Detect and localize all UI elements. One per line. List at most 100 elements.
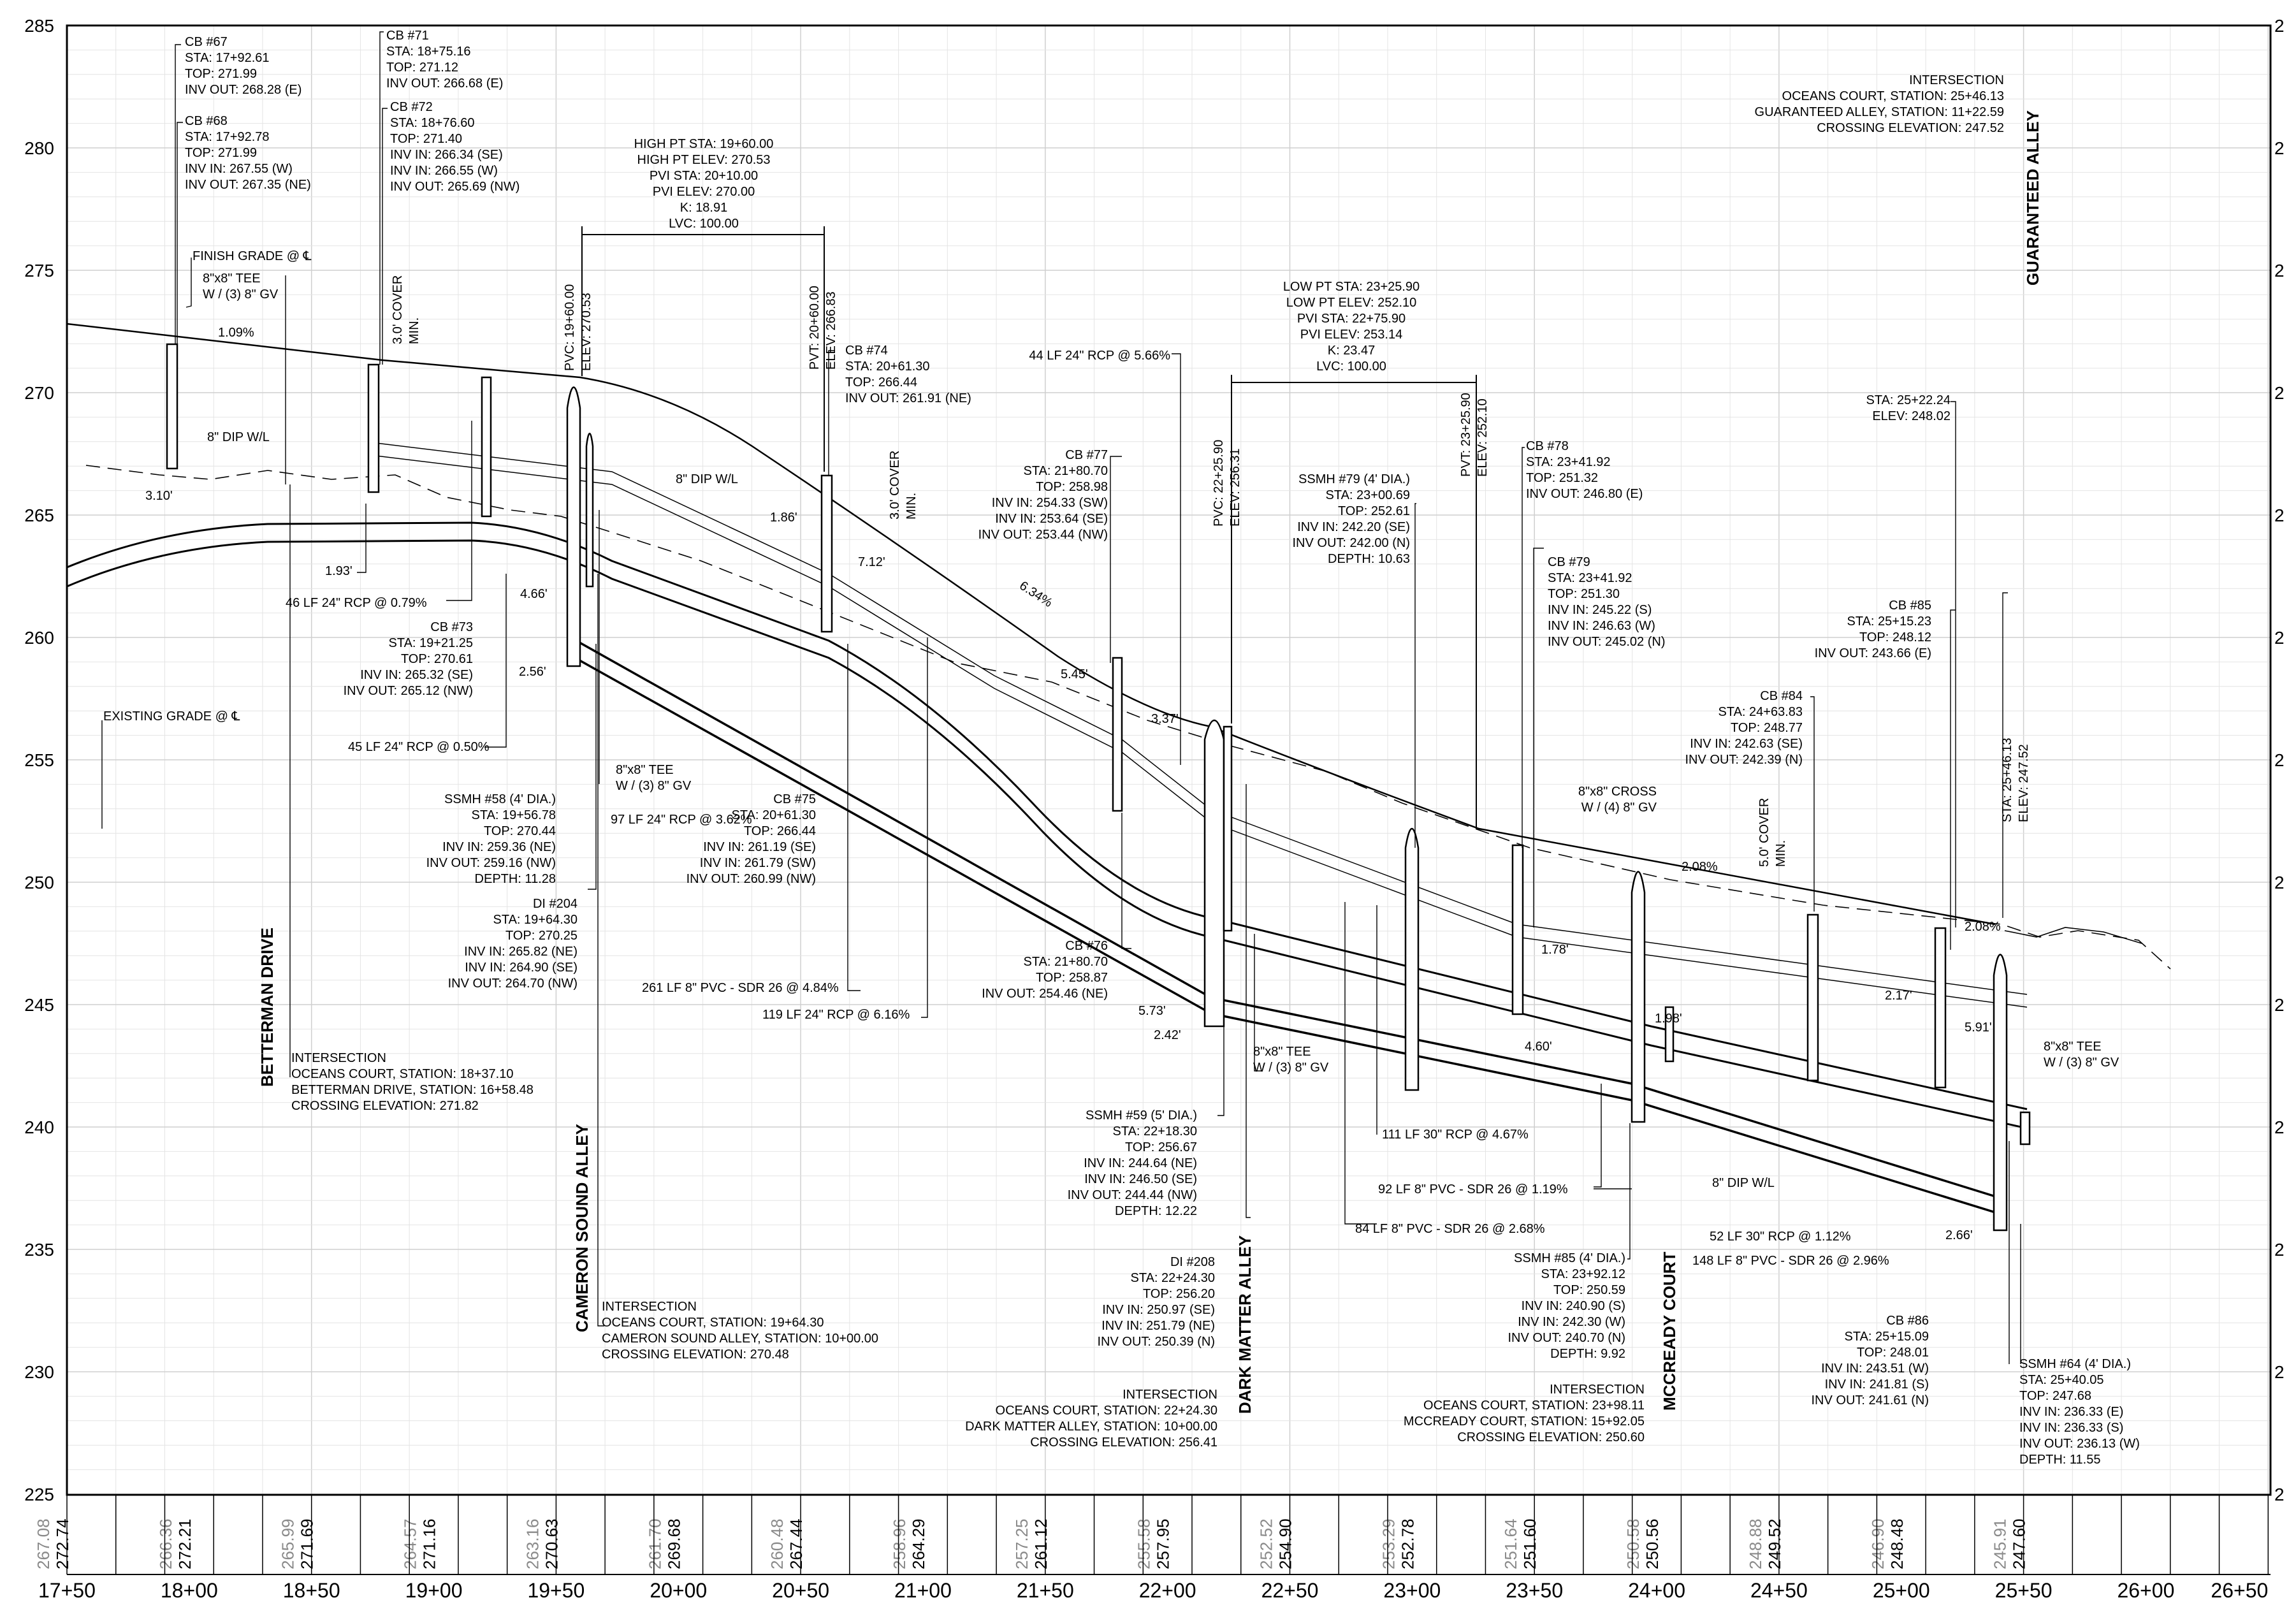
- station-tick-label: 22+00: [1139, 1579, 1196, 1602]
- elevation-tick-label: 280: [24, 138, 54, 158]
- elevation-tick-label: 240: [24, 1117, 54, 1137]
- existing-grade-readout: 260.48: [767, 1518, 787, 1569]
- station-tick-label: 19+00: [405, 1579, 463, 1602]
- elevation-tick-label-right: 2: [2274, 1485, 2285, 1504]
- annotation-finish_grade: FINISH GRADE @ ℄: [193, 249, 312, 263]
- station-tick-label: 25+50: [1995, 1579, 2053, 1602]
- elevation-tick-label-right: 2: [2274, 1240, 2285, 1260]
- storm-pipe-bottom: [66, 539, 2028, 1130]
- sanitary-pipe-bottom: [570, 654, 2002, 1216]
- station-tick-label: 18+50: [283, 1579, 340, 1602]
- elevation-tick-label: 225: [24, 1485, 54, 1504]
- existing-grade-readout: 263.16: [523, 1518, 542, 1569]
- proposed-grade-readout: 249.52: [1765, 1518, 1784, 1569]
- proposed-grade-readout: 272.21: [175, 1518, 194, 1569]
- annotation-pvc92: 92 LF 8" PVC - SDR 26 @ 1.19%: [1378, 1182, 1568, 1196]
- annotation-d337: 3.37': [1151, 712, 1179, 726]
- proposed-grade-readout: 252.78: [1398, 1518, 1417, 1569]
- proposed-grade-readout: 257.95: [1154, 1518, 1173, 1569]
- existing-grade-readout: 253.29: [1379, 1518, 1398, 1569]
- annotation-pvc84: 84 LF 8" PVC - SDR 26 @ 2.68%: [1355, 1222, 1545, 1236]
- elevation-tick-label: 260: [24, 628, 54, 648]
- proposed-grade-readout: 247.60: [2010, 1518, 2029, 1569]
- annotation-d178: 1.78': [1541, 943, 1569, 957]
- station-tick-label: 18+00: [161, 1579, 218, 1602]
- street-label-dark_matter: DARK MATTER ALLEY: [1235, 1235, 1254, 1414]
- annotation-pct634: 6.34%: [1017, 579, 1055, 610]
- annotation-rcp45: 45 LF 24" RCP @ 0.50%: [348, 740, 490, 754]
- annotation-rcp97: 97 LF 24" RCP @ 3.62%: [611, 813, 752, 827]
- proposed-grade-readout: 251.60: [1520, 1518, 1539, 1569]
- elevation-tick-label-right: 2: [2274, 261, 2285, 280]
- annotation-pvc261: 261 LF 8" PVC - SDR 26 @ 4.84%: [642, 981, 839, 995]
- annotation-pct109: 1.09%: [218, 326, 254, 340]
- elevation-tick-label: 270: [24, 383, 54, 403]
- station-tick-label: 19+50: [527, 1579, 585, 1602]
- station-tick-label: 22+50: [1261, 1579, 1319, 1602]
- elevation-tick-label-right: 2: [2274, 1117, 2285, 1137]
- annotation-existing_grade: EXISTING GRADE @ ℄: [103, 709, 240, 723]
- annotation-d198: 1.98': [1655, 1012, 1682, 1026]
- existing-grade-readout: 266.36: [156, 1518, 175, 1569]
- elevation-tick-label: 230: [24, 1362, 54, 1382]
- station-tick-label: 21+50: [1017, 1579, 1074, 1602]
- annotation-rcp44: 44 LF 24" RCP @ 5.66%: [1029, 349, 1170, 363]
- annotation-d217: 2.17': [1885, 989, 1912, 1003]
- annotation-pct208b: 2.08%: [1965, 920, 2001, 934]
- proposed-grade-readout: 250.56: [1643, 1518, 1662, 1569]
- sanitary-pipe-top: [570, 636, 2002, 1200]
- existing-grade-readout: 258.96: [890, 1518, 909, 1569]
- leader-lines: [101, 31, 2021, 1364]
- annotation-d573: 5.73': [1138, 1004, 1166, 1018]
- elevation-tick-label: 235: [24, 1240, 54, 1260]
- elevation-tick-label-right: 2: [2274, 505, 2285, 525]
- annotation-rcp46: 46 LF 24" RCP @ 0.79%: [286, 596, 427, 610]
- finish-grade-line: [66, 323, 1996, 926]
- street-label-guaranteed: GUARANTEED ALLEY: [2023, 110, 2042, 286]
- elevation-tick-label: 285: [24, 16, 54, 36]
- proposed-grade-readout: 272.74: [53, 1518, 72, 1569]
- annotation-dip2: 8" DIP W/L: [676, 472, 738, 486]
- existing-grade-readout: 252.52: [1257, 1518, 1276, 1569]
- annotation-dip3: 8" DIP W/L: [1712, 1176, 1775, 1190]
- existing-grade-readout: 265.99: [279, 1518, 298, 1569]
- annotation-dip1: 8" DIP W/L: [207, 430, 270, 444]
- existing-grade-readout: 264.57: [401, 1518, 420, 1569]
- street-label-mccready: MCCREADY COURT: [1660, 1251, 1679, 1411]
- station-tick-label: 23+00: [1383, 1579, 1441, 1602]
- annotation-pvc148: 148 LF 8" PVC - SDR 26 @ 2.96%: [1692, 1254, 1889, 1268]
- existing-grade-readout: 246.90: [1868, 1518, 1887, 1569]
